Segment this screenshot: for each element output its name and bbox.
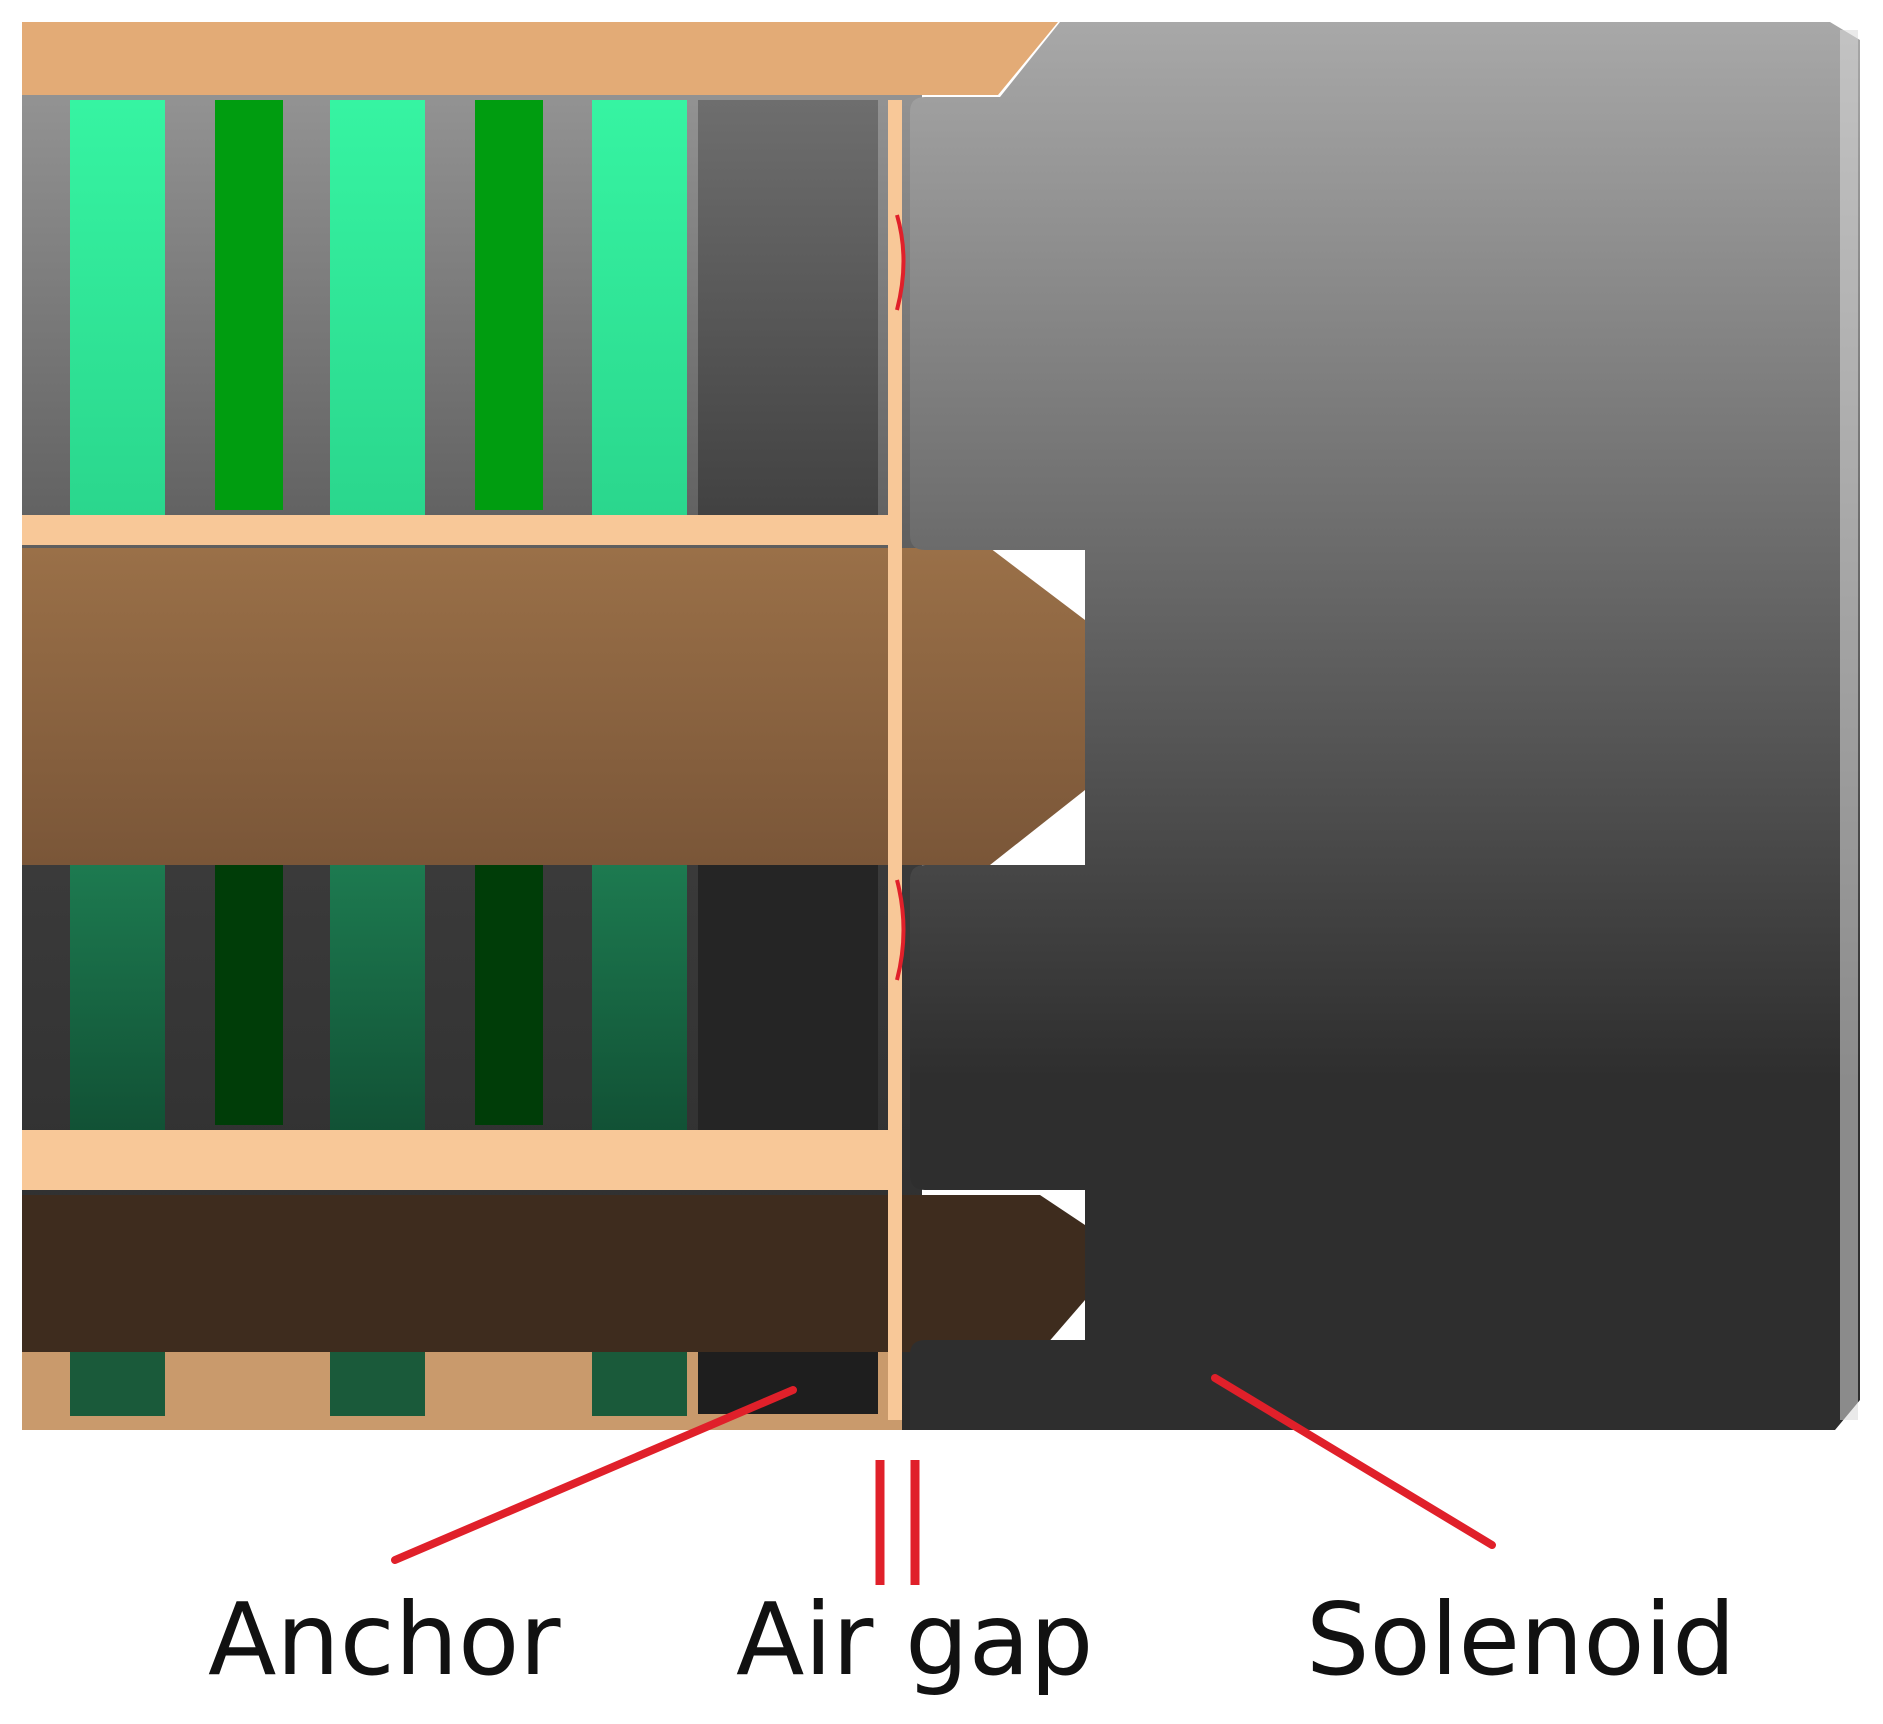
lower-rod [22,1195,1085,1352]
upper-fin [592,100,687,535]
upper-rod [22,548,1085,865]
lower-fin [70,865,165,1180]
upper-fin [70,100,165,535]
upper-fin [475,100,543,510]
lower-fin [592,865,687,1180]
upper-fin [215,100,283,510]
coil-wire [895,214,906,311]
bottom-fin-stub [330,1352,425,1416]
anchor-assembly [22,22,1085,1430]
upper-anchor-block [698,100,878,530]
lower-fin [475,865,543,1125]
lower-plate [22,1130,902,1190]
upper-plate [22,515,902,545]
lower-fin [215,865,283,1125]
upper-fin [330,100,425,535]
bottom-fin-stub [70,1352,165,1416]
callouts [391,1374,1496,1585]
solenoid-callout-line [1211,1374,1496,1549]
solenoid-body [910,22,1860,1430]
air-gap-label: Air gap [736,1581,1094,1698]
lower-anchor-block [698,865,878,1175]
coil-wire [895,879,906,981]
anchor-label: Anchor [208,1581,561,1698]
air-gap-strip [888,100,902,1420]
lower-fin [330,865,425,1180]
bottom-anchor-block [698,1352,878,1414]
solenoid-housing [910,22,1860,1430]
solenoid-label: Solenoid [1306,1581,1736,1698]
top-plate [22,22,1058,95]
bottom-fin-stub [592,1352,687,1416]
air-gap-slit [888,100,906,1420]
solenoid-edge [1840,30,1858,1420]
anchor-callout-line [391,1386,797,1564]
